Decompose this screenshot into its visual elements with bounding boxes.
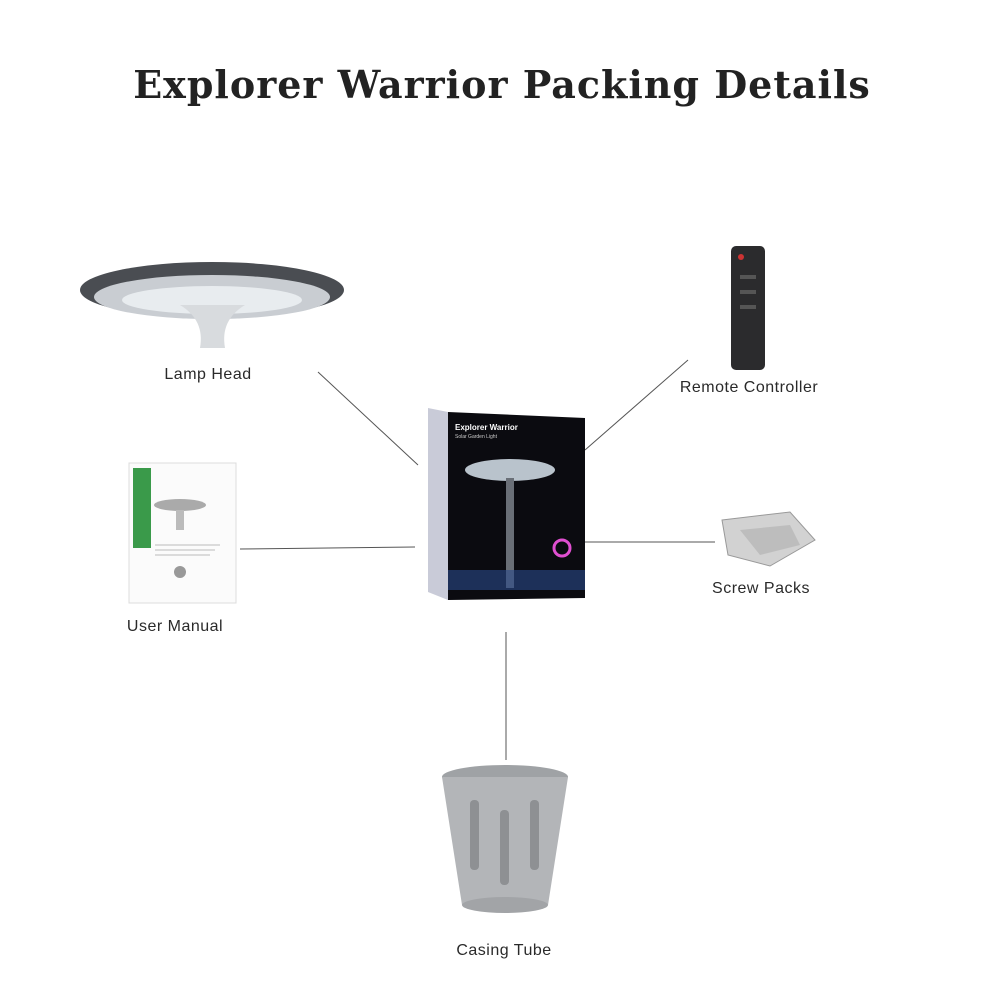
label-remote-controller: Remote Controller bbox=[679, 379, 819, 396]
label-lamp-head: Lamp Head bbox=[164, 366, 252, 383]
label-screw-packs: Screw Packs bbox=[712, 580, 810, 597]
page-title: Explorer Warrior Packing Details bbox=[133, 62, 871, 107]
box-subtitle-text: Solar Garden Light bbox=[455, 434, 497, 440]
label-casing-tube: Casing Tube bbox=[456, 942, 552, 959]
connector-manual bbox=[239, 546, 416, 550]
box-image bbox=[428, 408, 585, 600]
screw-packs-image bbox=[721, 511, 816, 567]
connector-lines bbox=[239, 359, 715, 760]
casing-tube-image bbox=[442, 765, 568, 913]
remote-image bbox=[731, 246, 765, 370]
connector-lamp-head bbox=[317, 371, 419, 466]
connector-remote bbox=[584, 359, 689, 451]
label-user-manual: User Manual bbox=[126, 618, 224, 635]
lamp-head-image bbox=[80, 262, 344, 348]
manual-image bbox=[128, 462, 237, 604]
box-brand-text: Explorer Warrior bbox=[455, 423, 518, 432]
